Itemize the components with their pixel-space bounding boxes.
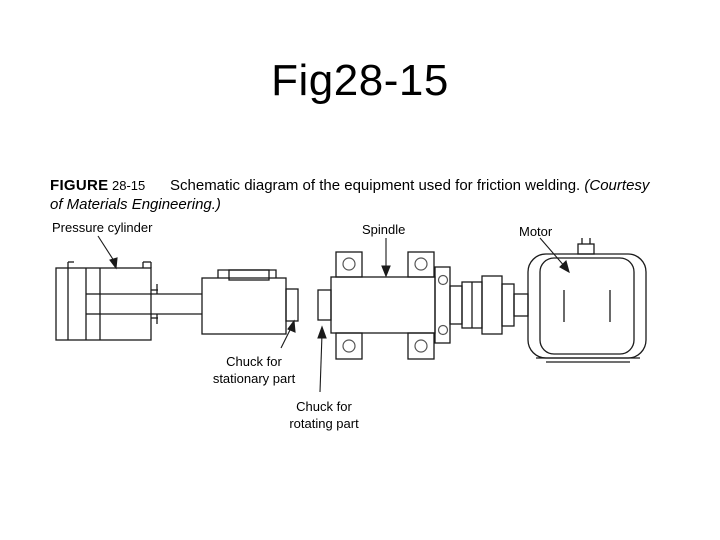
figure-number: 28-15	[112, 178, 146, 193]
label-pressure-cylinder: Pressure cylinder	[52, 220, 153, 235]
stationary-chuck-leader	[280, 319, 296, 349]
label-chuck-rotating-line1: Chuck for	[296, 399, 352, 414]
pressure-cylinder	[55, 261, 158, 341]
label-chuck-stationary: Chuck for stationary part	[204, 353, 304, 387]
slide-title: Fig28-15	[271, 56, 449, 105]
figure-caption: FIGURE 28-15 Schematic diagram of the eq…	[50, 176, 680, 213]
label-motor: Motor	[519, 224, 553, 239]
pressure-cylinder-leader	[97, 235, 118, 270]
rotating-chuck-jaw	[317, 289, 332, 321]
label-chuck-stationary-line2: stationary part	[212, 371, 296, 386]
spindle-housing	[330, 251, 451, 360]
caption-text: Schematic diagram of the equipment used …	[170, 177, 581, 194]
bearings	[342, 257, 449, 353]
spindle-leader	[381, 238, 391, 278]
coupling	[449, 275, 529, 335]
caption-text-line1: Schematic diagram of the equipment used …	[170, 176, 649, 195]
motor	[527, 238, 647, 363]
stationary-chuck	[201, 269, 299, 335]
label-chuck-stationary-line1: Chuck for	[226, 354, 282, 369]
figure-word: FIGURE	[50, 177, 109, 194]
label-chuck-rotating: Chuck for rotating part	[276, 398, 372, 432]
piston-rod	[100, 284, 202, 324]
caption-courtesy-start: (Courtesy	[584, 177, 650, 194]
motor-leader	[539, 237, 570, 274]
caption-courtesy-end: of Materials Engineering.)	[50, 196, 221, 213]
label-chuck-rotating-line2: rotating part	[289, 416, 359, 431]
rotating-chuck-leader	[317, 325, 327, 393]
label-spindle: Spindle	[362, 222, 406, 237]
